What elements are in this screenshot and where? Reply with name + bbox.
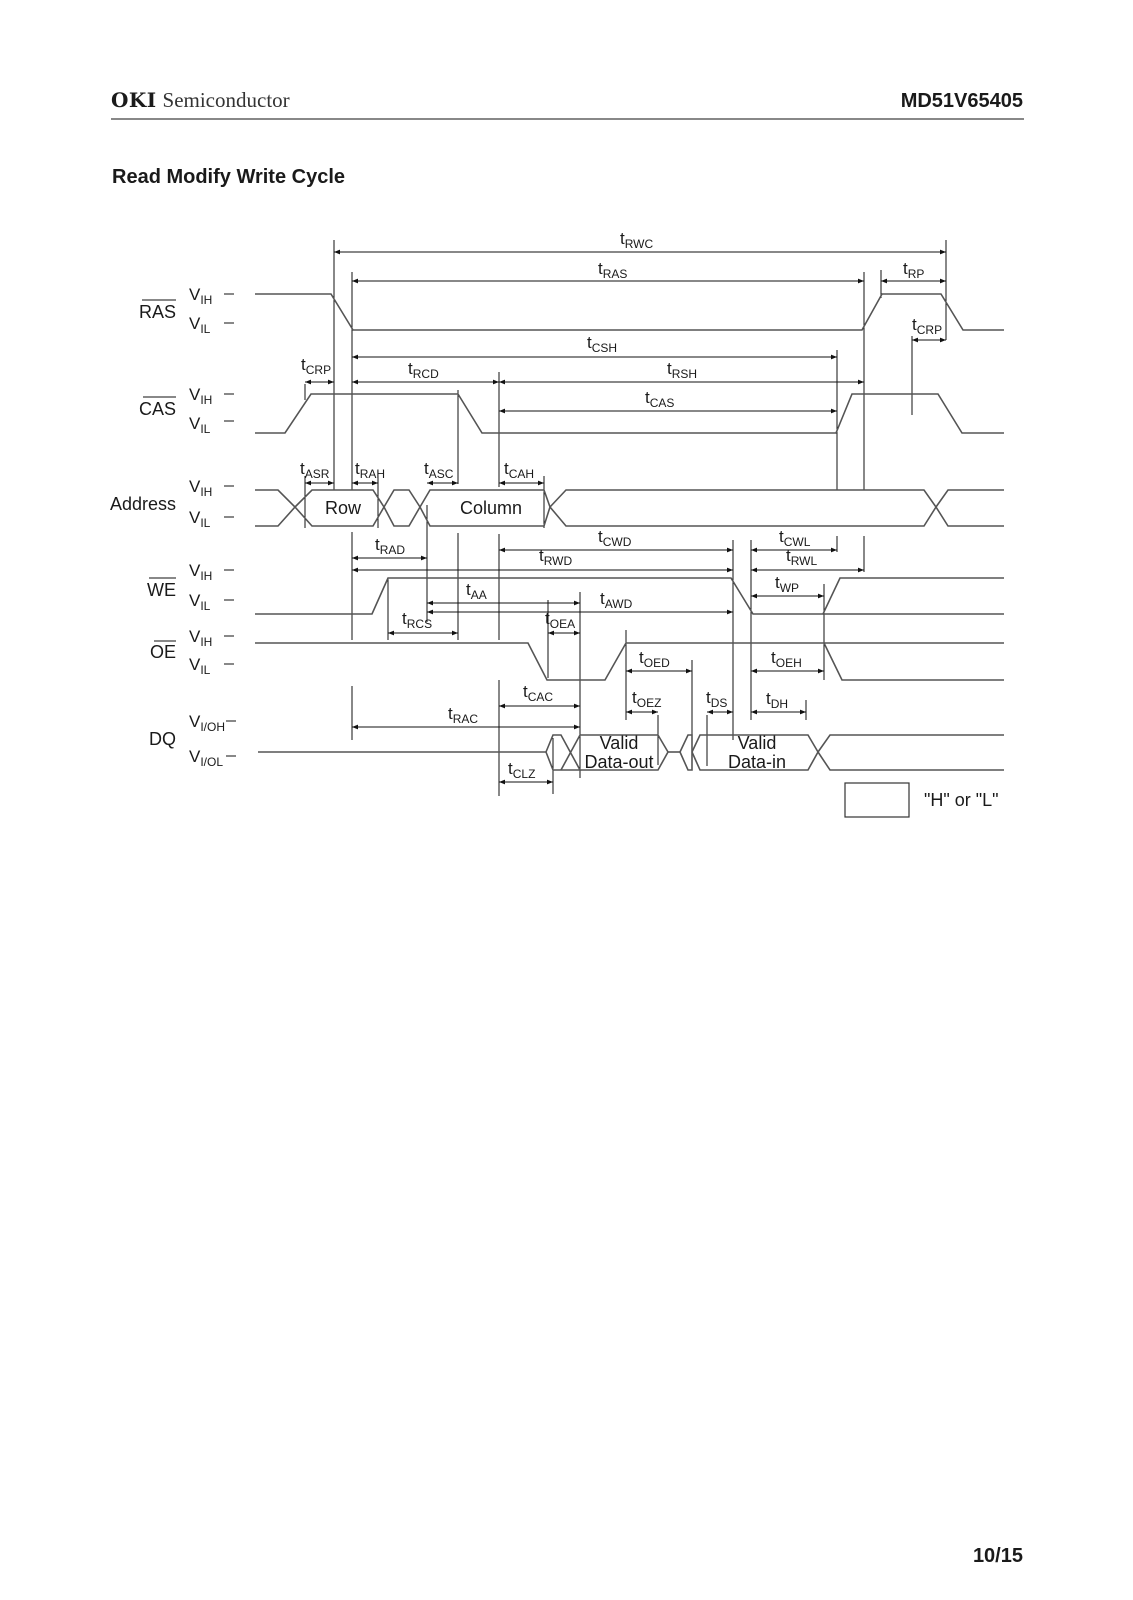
header-brand: OKI Semiconductor [111, 88, 290, 113]
svg-text:VIH: VIH [189, 561, 212, 583]
signal-we-label: WE [147, 580, 176, 600]
label-tcwl: tCWL [779, 527, 811, 549]
svg-text:VI/OL: VI/OL [189, 747, 223, 769]
column-label: Column [460, 498, 522, 518]
signal-cas-label: CAS [139, 399, 176, 419]
svg-text:VI/OH: VI/OH [189, 712, 225, 734]
signal-labels: RAS CAS Address WE OE DQ [110, 299, 176, 749]
dq-viol: VI/OL [189, 747, 236, 769]
svg-text:VIL: VIL [189, 591, 211, 613]
cas-waveform [255, 393, 1004, 434]
label-tcrp2: tCRP [912, 315, 942, 337]
company-name: Semiconductor [162, 88, 290, 112]
address-vil: VIL [189, 508, 234, 530]
header-divider [111, 118, 1024, 120]
label-trwl: tRWL [786, 546, 818, 568]
section-title: Read Modify Write Cycle [112, 166, 346, 188]
svg-text:VIL: VIL [189, 655, 211, 677]
ras-vil: VIL [189, 314, 234, 336]
legend: "H" or "L" [844, 782, 999, 818]
legend-swatch [844, 782, 910, 818]
oe-waveform [255, 642, 1004, 681]
data-in-label: Data-in [728, 752, 786, 772]
signal-oe-label: OE [150, 642, 176, 662]
timing-labels: tRWC tRAS tRP tCRP tCSH tCRP tRCD tRSH t… [300, 229, 942, 781]
label-tcwd: tCWD [598, 527, 632, 549]
timing-diagram: RAS CAS Address WE OE DQ VIH VIL VIH VIL… [110, 229, 1004, 818]
dimension-arrows [305, 249, 946, 785]
cas-vil: VIL [189, 414, 234, 436]
label-tclz: tCLZ [508, 759, 535, 781]
label-tcas: tCAS [645, 388, 674, 410]
svg-text:VIL: VIL [189, 314, 211, 336]
oe-vih: VIH [189, 627, 234, 649]
svg-text:VIH: VIH [189, 477, 212, 499]
cas-vih: VIH [189, 385, 234, 407]
bus-labels: Row Column Valid Data-out Valid Data-in [325, 498, 786, 772]
oe-vil: VIL [189, 655, 234, 677]
oe-second-edge [823, 642, 1004, 681]
label-trp: tRP [903, 259, 924, 281]
address-waveform [255, 489, 1004, 527]
address-vih: VIH [189, 477, 234, 499]
label-tasr: tASR [300, 459, 330, 481]
we-vil: VIL [189, 591, 234, 613]
svg-text:VIL: VIL [189, 508, 211, 530]
level-labels: VIH VIL VIH VIL VIH VIL VIH VIL VIH VIL … [189, 285, 236, 769]
label-trcd: tRCD [408, 359, 439, 381]
label-trah: tRAH [355, 459, 385, 481]
we-waveform [255, 577, 1004, 615]
valid-in-label: Valid [738, 733, 777, 753]
signal-ras-label: RAS [139, 302, 176, 322]
label-twp: tWP [775, 573, 799, 595]
reference-lines [304, 240, 947, 796]
label-tds: tDS [706, 688, 727, 710]
label-toeh: tOEH [771, 648, 802, 670]
ras-vih: VIH [189, 285, 234, 307]
page-number: 10/15 [972, 1545, 1023, 1567]
label-tcac: tCAC [523, 682, 553, 704]
waveforms [255, 293, 1004, 771]
dq-vioh: VI/OH [189, 712, 236, 734]
label-toed: tOED [639, 648, 670, 670]
label-trwc: tRWC [620, 229, 654, 251]
label-trsh: tRSH [667, 359, 697, 381]
we-vih: VIH [189, 561, 234, 583]
signal-address-label: Address [110, 494, 176, 514]
label-tcsh: tCSH [587, 333, 617, 355]
label-trad: tRAD [375, 535, 405, 557]
svg-text:VIH: VIH [189, 385, 212, 407]
row-label: Row [325, 498, 362, 518]
brand-name: OKI [111, 88, 157, 112]
svg-text:VIH: VIH [189, 285, 212, 307]
ras-waveform [255, 293, 1004, 331]
label-tasc: tASC [424, 459, 454, 481]
label-tras: tRAS [598, 259, 627, 281]
label-toez: tOEZ [632, 688, 661, 710]
legend-label: "H" or "L" [924, 790, 999, 810]
label-tcrp1: tCRP [301, 355, 331, 377]
label-taa: tAA [466, 580, 487, 602]
signal-dq-label: DQ [149, 729, 176, 749]
data-out-label: Data-out [584, 752, 653, 772]
label-tcah: tCAH [504, 459, 534, 481]
label-tdh: tDH [766, 689, 788, 711]
svg-text:VIH: VIH [189, 627, 212, 649]
label-tawd: tAWD [600, 589, 633, 611]
valid-out-label: Valid [600, 733, 639, 753]
dq-waveform [258, 734, 1004, 771]
label-trwd: tRWD [539, 546, 573, 568]
label-trac: tRAC [448, 704, 478, 726]
part-number: MD51V65405 [900, 90, 1023, 112]
svg-text:VIL: VIL [189, 414, 211, 436]
